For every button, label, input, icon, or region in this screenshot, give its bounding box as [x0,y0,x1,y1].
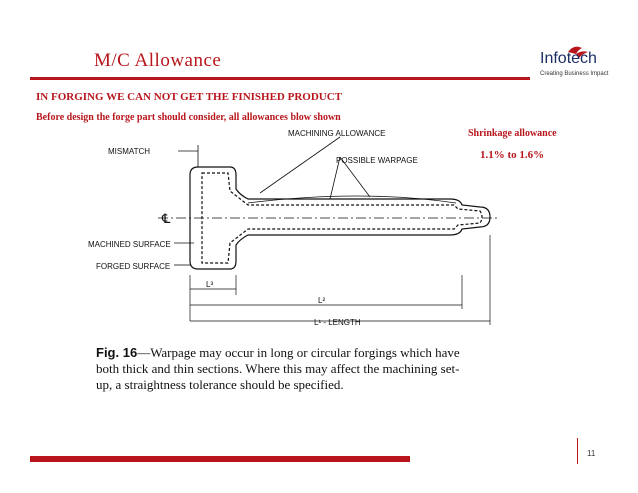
shrinkage-label: Shrinkage allowance [468,128,557,139]
logo-name: Infotech [540,50,597,67]
figure-caption: Fig. 16—Warpage may occur in long or cir… [96,345,466,393]
label-centerline: ℄ [161,211,171,226]
warpage-curve [247,195,457,204]
label-machining-allowance: MACHINING ALLOWANCE [288,129,386,138]
slide-title: M/C Allowance [94,50,222,71]
forged-head-outline [189,166,491,270]
title-underline [30,77,530,80]
label-mismatch: MISMATCH [108,147,150,156]
label-possible-warpage: POSSIBLE WARPAGE [336,156,418,165]
label-l2: L² [318,296,325,305]
caption-text: —Warpage may occur in long or circular f… [96,345,460,392]
page-number: 11 [587,449,596,458]
label-machined-surface: MACHINED SURFACE [88,240,171,249]
machined-outline [201,172,483,264]
logo-tagline: Creating Business Impact [540,71,609,77]
slide-heading: IN FORGING WE CAN NOT GET THE FINISHED P… [36,91,343,103]
slide-subheading: Before design the forge part should cons… [36,112,341,123]
forging-allowance-diagram: MISMATCH MACHINING ALLOWANCE POSSIBLE WA… [88,129,500,327]
label-l1-length: L¹ - LENGTH [314,318,361,327]
bird-icon [568,46,588,58]
page-number-divider [577,438,578,464]
label-forged-surface: FORGED SURFACE [96,262,170,271]
label-l3: L³ [206,280,213,289]
shrinkage-value: 1.1% to 1.6% [480,149,545,161]
footer-bar [30,456,410,462]
caption-figure-number: Fig. 16 [96,345,138,360]
company-logo: Infotech Creating Business Impact [538,40,620,82]
